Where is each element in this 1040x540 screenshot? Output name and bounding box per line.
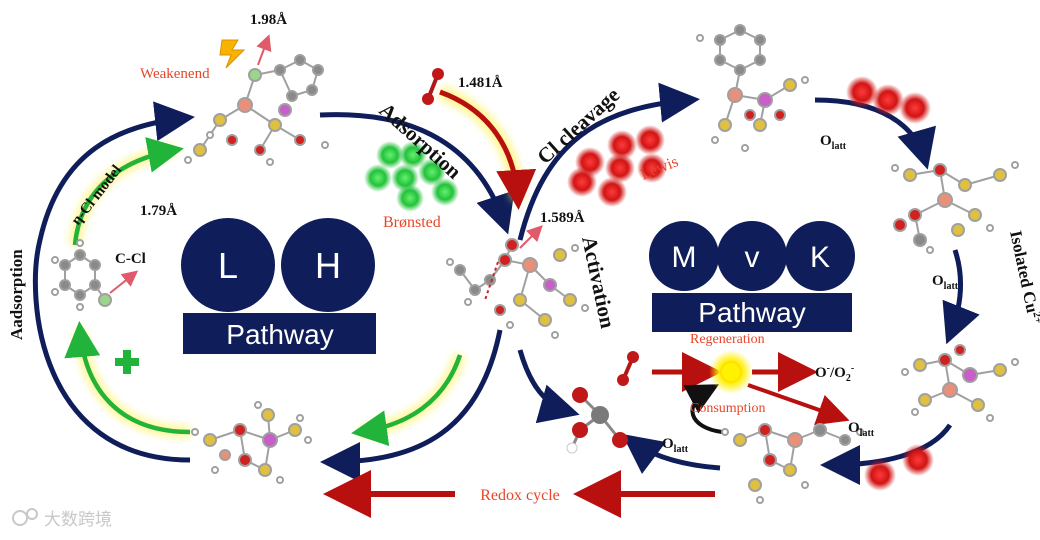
badge-letter-l: L [218, 245, 238, 286]
chlorobenzene-molecule [51, 239, 112, 311]
green-arrow-up [72, 137, 184, 246]
distance-arrows [109, 34, 543, 294]
badge-letter-m: M [672, 241, 697, 274]
isolated-cu-label: Isolated Cu2+ [1006, 229, 1040, 326]
molecule-cluster-bottom-right [721, 423, 864, 504]
molecule-cluster-top-left [184, 54, 329, 166]
product-molecule [566, 387, 628, 454]
activation-label: Activation [577, 234, 620, 331]
distance-label-ccl: 1.79Å [140, 203, 177, 219]
right-cycle-arc-olatt1 [814, 97, 936, 170]
right-cycle-arc-bottom [820, 423, 953, 485]
sun-icon [709, 350, 753, 394]
molecule-cluster-right-upper [891, 161, 1019, 254]
badge-pathway-bar [183, 313, 376, 354]
consumption-label: Consumption [690, 401, 765, 416]
ncl-model-label: η-Cl model [69, 162, 126, 228]
o2-molecule-regeneration [617, 351, 639, 386]
green-arrow-return [64, 321, 191, 435]
badge-circle-m [649, 221, 719, 291]
o-species-label: O-/O2- [815, 363, 854, 384]
bronsted-site-balls [364, 141, 459, 212]
green-arrow-lower [351, 354, 463, 447]
molecule-cluster-bottom-left [191, 401, 312, 484]
right-cycle-arc-release [517, 349, 580, 424]
left-cycle-arc-left [32, 101, 195, 463]
olatt-label-right: Olatt [932, 273, 959, 292]
olatt-label-bottom: Olatt [662, 436, 689, 455]
molecule-cluster-top-right [696, 24, 809, 152]
green-arrows [64, 137, 466, 447]
badge-circle-l [181, 218, 275, 312]
badge-circle-v [717, 221, 787, 291]
badge-letter-h: H [315, 245, 341, 286]
badge-letter-v: v [745, 241, 760, 274]
watermark-text: 大数跨境 [44, 510, 112, 529]
regeneration-label: Regeneration [690, 332, 765, 347]
olatt-label-consumption: Olatt [848, 420, 875, 439]
distance-label-o2: 1.481Å [458, 75, 503, 91]
lewis-site-balls [567, 125, 667, 207]
mvk-pathway-badge: M v K Pathway [649, 221, 855, 332]
right-cycle-arc-left [621, 434, 721, 474]
o2-molecule-top [422, 68, 444, 105]
aadsorption-label: Aadsorption [7, 249, 26, 340]
badge-letter-k: K [810, 241, 830, 274]
olatt-label-top: Olatt [820, 133, 847, 152]
distance-label-top: 1.98Å [250, 12, 287, 28]
watermark-logo: 大数跨境 [12, 508, 112, 529]
olatt-balls-top [846, 76, 931, 124]
regeneration-arrows [652, 352, 850, 434]
distance-label-activation: 1.589Å [540, 210, 585, 226]
left-cycle-arc-top [319, 112, 515, 235]
olatt-balls-bottom [864, 444, 934, 491]
lightning-icon [219, 39, 246, 69]
lh-pathway-badge: L H Pathway [181, 218, 376, 354]
molecule-cluster-activation [446, 238, 589, 339]
bronsted-label: Brønsted [383, 214, 441, 231]
badge-pathway-label: Pathway [226, 319, 333, 350]
redox-cycle-label: Redox cycle [480, 487, 560, 504]
right-cycle-arc-olatt2 [942, 249, 980, 345]
left-cycle-arrows [32, 101, 515, 482]
right-cycle-arrows [517, 82, 980, 485]
badge-pathway-label-mvk: Pathway [698, 297, 805, 328]
badge-circle-h [281, 218, 375, 312]
badge-circle-k [785, 221, 855, 291]
left-cycle-arc-bottom [320, 329, 503, 482]
plus-icon [115, 350, 139, 374]
molecule-cluster-right-lower [901, 344, 1019, 422]
o2-adsorption-arrow [437, 85, 537, 210]
weakenend-label: Weakenend [140, 66, 210, 82]
ccl-label: C-Cl [115, 251, 146, 267]
badge-pathway-bar-mvk [652, 293, 852, 332]
